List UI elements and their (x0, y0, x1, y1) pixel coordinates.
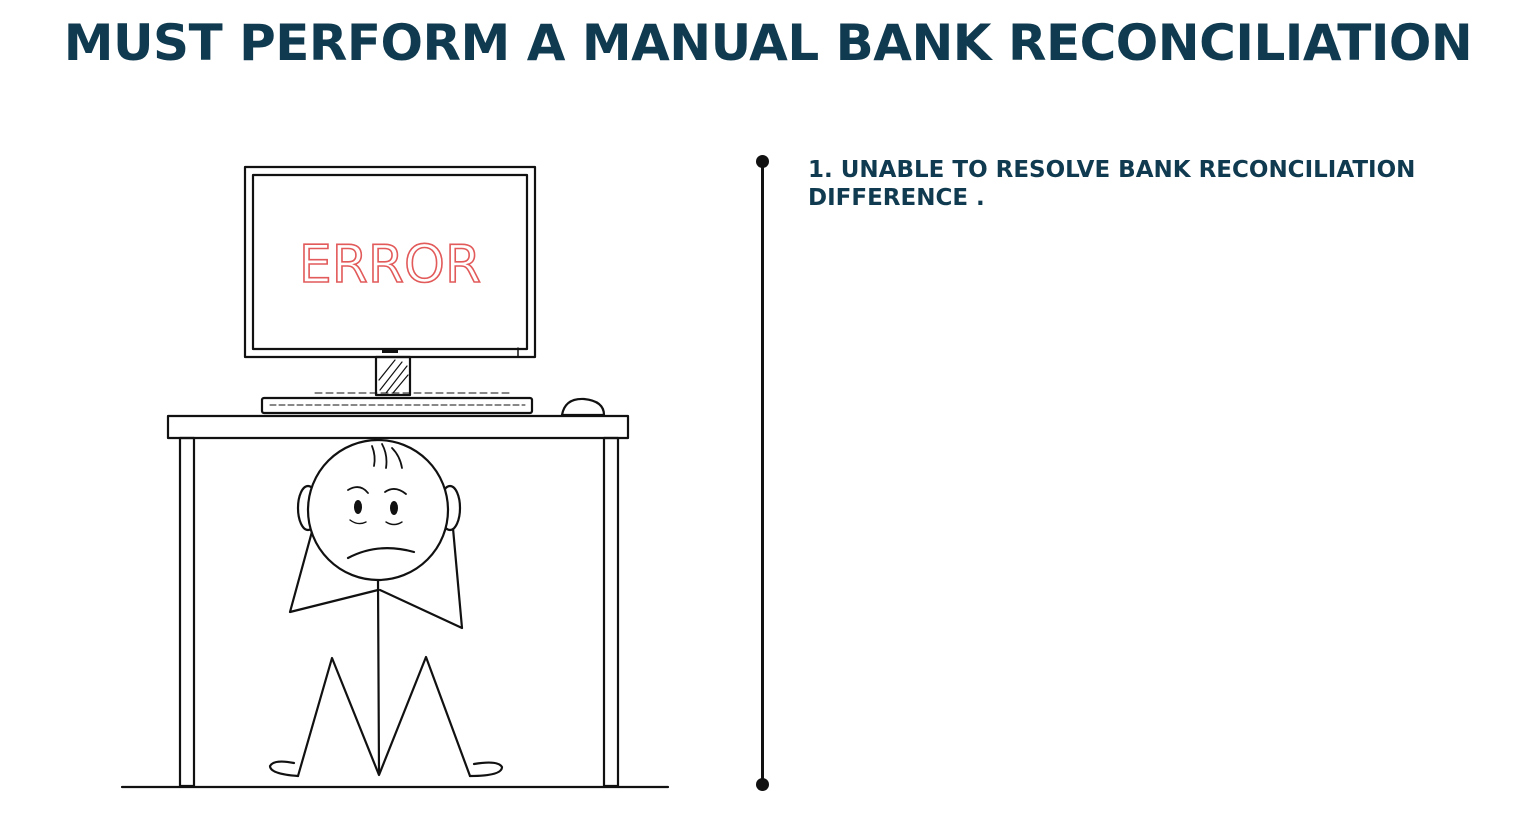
desk-leg-right (602, 436, 620, 788)
timeline (755, 155, 769, 791)
right-foot (468, 761, 504, 778)
monitor-frame (243, 165, 537, 359)
monitor-stand (374, 355, 412, 397)
left-foot (268, 760, 300, 778)
timeline-line (761, 161, 764, 785)
body (376, 578, 381, 775)
desk-leg-left (178, 436, 196, 788)
right-arm (378, 493, 464, 630)
monitor-logo (382, 349, 398, 353)
head (306, 438, 450, 582)
timeline-dot-bottom (756, 778, 769, 791)
keyboard (260, 396, 534, 415)
desk-top (166, 414, 630, 440)
left-eye (354, 500, 362, 514)
slide-title: MUST PERFORM A MANUAL BANK RECONCILIATIO… (63, 14, 1473, 72)
legs (296, 655, 472, 778)
error-screen-text: ERROR (299, 235, 481, 295)
point-1-text: 1. UNABLE TO RESOLVE BANK RECONCILIATION… (808, 157, 1416, 211)
mouse (560, 397, 606, 417)
stick-figure-desk-icon: ERROR (120, 165, 670, 789)
timeline-dot-top (756, 155, 769, 168)
error-illustration: ERROR (110, 150, 690, 810)
mouth (346, 547, 416, 560)
right-eye (390, 501, 398, 515)
